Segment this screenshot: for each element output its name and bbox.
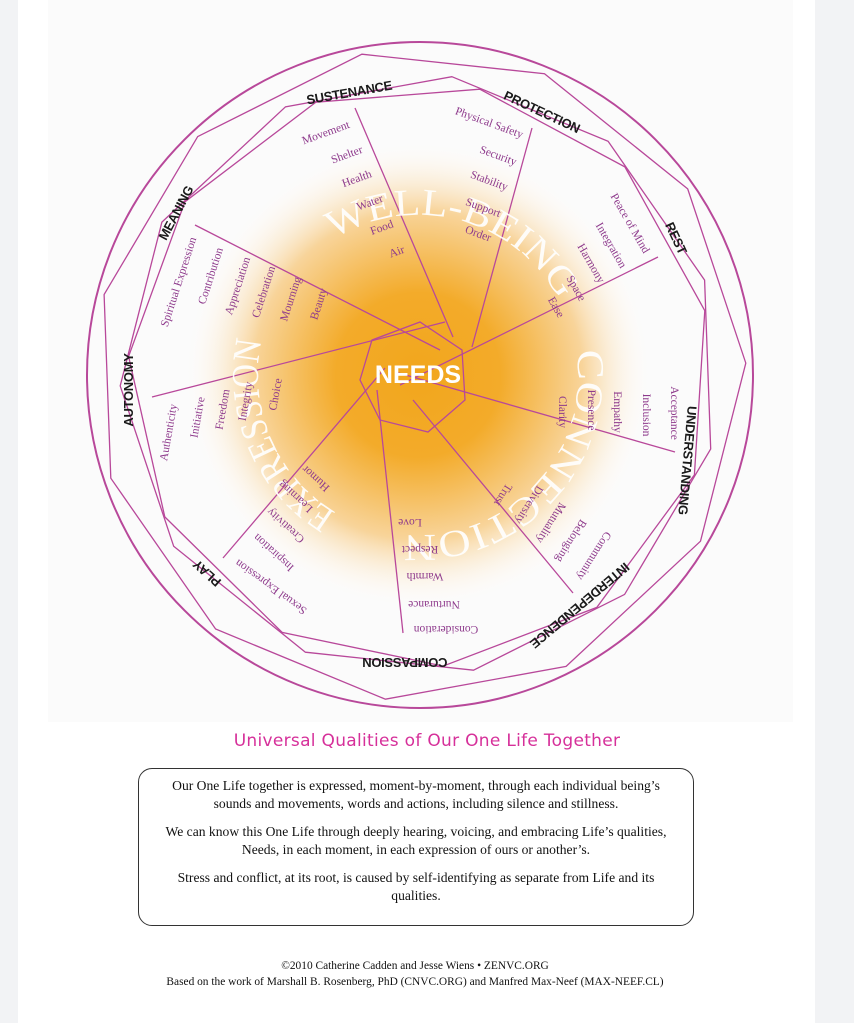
wheel-lines — [86, 41, 754, 709]
need-item: Authenticity — [158, 403, 180, 462]
outer-circle — [86, 41, 754, 709]
need-item: Acceptance — [668, 386, 680, 440]
need-item: Respect — [401, 543, 438, 555]
need-item: Nurturance — [408, 598, 460, 610]
need-item: Presence — [585, 390, 597, 431]
need-item: Air — [388, 244, 407, 261]
needs-wheel-diagram: WELL-BEING CONNECTION EXPRESSION NEEDS S… — [86, 41, 754, 709]
need-item: Warmth — [406, 570, 443, 582]
spoke-line — [412, 399, 574, 594]
segment-polygon — [127, 88, 706, 667]
outer-band-polygon — [103, 53, 747, 700]
need-item: Physical Safety — [454, 105, 525, 141]
spoke-line — [222, 367, 386, 559]
category-compassion: COMPASSION — [363, 655, 448, 670]
description-paragraph: Our One Life together is expressed, mome… — [172, 778, 660, 811]
need-item: Inclusion — [640, 394, 652, 437]
category-autonomy: AUTONOMY — [121, 353, 136, 427]
center-glow — [183, 140, 653, 610]
spoke-line — [471, 127, 533, 348]
copyright: ©2010 Catherine Cadden and Jesse Wiens •… — [281, 960, 549, 972]
need-item: Empathy — [611, 391, 623, 433]
need-item: Consideration — [413, 623, 478, 635]
spoke-line — [394, 371, 676, 453]
inner-band-polygon — [119, 76, 712, 671]
category-play: PLAY — [190, 557, 224, 590]
center-label: NEEDS — [375, 361, 461, 389]
spoke-line — [354, 107, 454, 338]
need-item: Clarity — [556, 396, 568, 428]
category-sustenance: SUSTENANCE — [305, 78, 393, 108]
center-pinwheel — [359, 321, 466, 433]
category-meaning: MEANING — [155, 183, 196, 243]
spoke-line — [376, 389, 404, 634]
credit: Based on the work of Marshall B. Rosenbe… — [166, 976, 664, 988]
need-item: Choice — [267, 377, 284, 411]
spoke-line — [151, 321, 446, 398]
footer: ©2010 Catherine Cadden and Jesse Wiens •… — [0, 958, 830, 990]
category-rest: REST — [662, 220, 690, 257]
page-title: Universal Qualities of Our One Life Toge… — [233, 731, 621, 751]
description-paragraph: Stress and conflict, at its root, is cau… — [177, 870, 655, 903]
description-box: Our One Life together is expressed, mome… — [138, 768, 694, 926]
need-item: Love — [398, 516, 422, 528]
spoke-line — [399, 256, 659, 386]
need-item: Movement — [301, 119, 353, 148]
description-paragraph: We can know this One Life through deeply… — [165, 824, 667, 857]
